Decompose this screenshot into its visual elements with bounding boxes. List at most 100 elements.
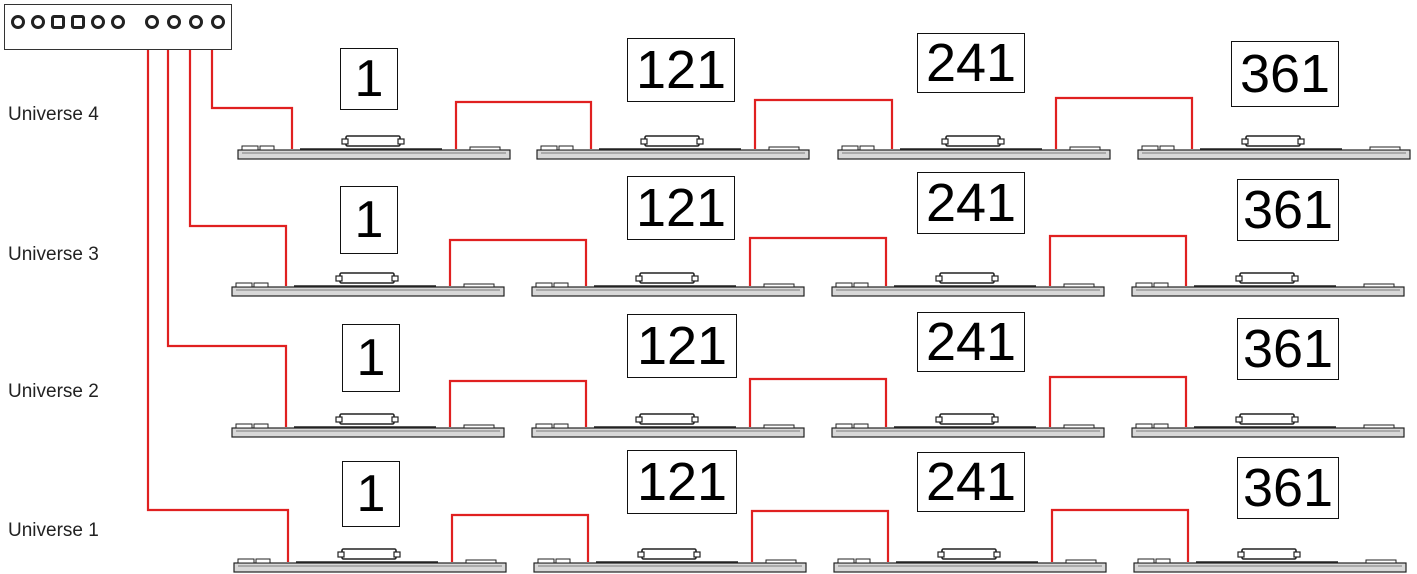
fixture-bracket-tab	[691, 275, 699, 282]
fixture-end-cap	[765, 559, 797, 564]
output-port	[145, 15, 159, 29]
start-address-box: 241	[917, 172, 1025, 234]
fixture-end-cap	[1065, 559, 1097, 564]
start-address-box: 241	[917, 33, 1025, 93]
connector-port	[71, 15, 85, 29]
link-cable	[1050, 508, 1190, 562]
fixture-bar	[1131, 427, 1405, 438]
fixture-bracket-tab	[391, 275, 399, 282]
fixture-bracket	[341, 548, 397, 560]
fixture-end-cap	[241, 145, 259, 151]
fixture-end-cap	[837, 558, 855, 564]
fixture-end-cap	[1153, 282, 1169, 288]
fixture-bracket	[639, 413, 695, 425]
fixture-bar	[831, 286, 1105, 297]
fixture-end-cap	[540, 145, 558, 151]
fixture-bar	[831, 427, 1105, 438]
link-cable	[1054, 96, 1194, 149]
fixture-bracket-tab	[637, 551, 645, 558]
fixture-end-cap	[553, 423, 569, 429]
fixture-end-cap	[1153, 423, 1169, 429]
link-cable	[1048, 375, 1188, 427]
fixture-end-cap	[259, 145, 275, 151]
fixture-end-cap	[558, 145, 574, 151]
fixture-bracket-tab	[1235, 416, 1243, 423]
start-address-box: 1	[340, 48, 398, 110]
fixture-end-cap	[1141, 145, 1159, 151]
fixture-end-cap	[253, 282, 269, 288]
link-cable	[750, 509, 890, 562]
fixture-bracket-tab	[991, 416, 999, 423]
fixture-end-cap	[235, 282, 253, 288]
fixture-bracket-tab	[1237, 551, 1245, 558]
fixture-end-cap	[1155, 558, 1171, 564]
fixture-end-cap	[469, 146, 501, 151]
fixture-bracket	[1245, 135, 1301, 147]
fixture-end-cap	[835, 282, 853, 288]
fixture-bar	[533, 562, 807, 573]
fixture-bracket-tab	[693, 551, 701, 558]
start-address-box: 361	[1231, 41, 1339, 107]
fixture-bracket-tab	[335, 275, 343, 282]
fixture-end-cap	[1159, 145, 1175, 151]
fixture-bracket-tab	[1235, 275, 1243, 282]
fixture-end-cap	[463, 424, 495, 429]
start-address-box: 121	[627, 176, 735, 240]
fixture-bracket	[339, 413, 395, 425]
start-address-box: 121	[627, 38, 735, 102]
fixture-bracket	[644, 135, 700, 147]
fixture-bar	[233, 562, 507, 573]
fixture-bracket	[945, 135, 1001, 147]
fixture-bracket-tab	[397, 138, 405, 145]
fixture-end-cap	[1363, 424, 1395, 429]
fixture-bracket	[345, 135, 401, 147]
fixture-end-cap	[235, 423, 253, 429]
fixture-end-cap	[859, 145, 875, 151]
fixture-bracket-tab	[937, 551, 945, 558]
fixture-bracket-tab	[1241, 138, 1249, 145]
fixture-bracket-tab	[1291, 275, 1299, 282]
fixture-end-cap	[537, 558, 555, 564]
fixture-bracket-tab	[1293, 551, 1301, 558]
fixture-bracket-tab	[1297, 138, 1305, 145]
fixture-end-cap	[841, 145, 859, 151]
universe-label-2: Universe 2	[8, 381, 99, 402]
fixture-end-cap	[1135, 423, 1153, 429]
fixture-bracket-tab	[1291, 416, 1299, 423]
link-cable	[450, 513, 590, 562]
fixture-bracket	[1241, 548, 1297, 560]
fixture-bracket-tab	[337, 551, 345, 558]
fixture-end-cap	[535, 423, 553, 429]
fixture-end-cap	[1135, 282, 1153, 288]
fixture-bracket-tab	[393, 551, 401, 558]
fixture-end-cap	[835, 423, 853, 429]
fixture-bar	[237, 149, 511, 160]
fixture-end-cap	[855, 558, 871, 564]
fixture-end-cap	[255, 558, 271, 564]
fixture-end-cap	[1063, 283, 1095, 288]
fixture-end-cap	[253, 423, 269, 429]
connector-port	[11, 15, 25, 29]
fixture-bracket-tab	[635, 275, 643, 282]
link-cable	[448, 238, 588, 286]
link-cable	[1048, 234, 1188, 286]
fixture-end-cap	[763, 424, 795, 429]
universe-label-1: Universe 1	[8, 520, 99, 541]
fixture-bracket-tab	[335, 416, 343, 423]
fixture-end-cap	[763, 283, 795, 288]
fixture-bracket-tab	[391, 416, 399, 423]
output-port	[211, 15, 225, 29]
data-cable	[188, 44, 288, 286]
fixture-bracket	[939, 413, 995, 425]
start-address-box: 361	[1237, 457, 1339, 519]
fixture-bar	[1131, 286, 1405, 297]
fixture-bar	[531, 427, 805, 438]
link-cable	[748, 236, 888, 286]
start-address-box: 1	[340, 186, 398, 254]
universe-label-3: Universe 3	[8, 244, 99, 265]
fixture-bracket-tab	[935, 275, 943, 282]
link-cable	[753, 98, 894, 149]
fixture-end-cap	[853, 282, 869, 288]
fixture-end-cap	[768, 146, 800, 151]
fixture-bar	[536, 149, 810, 160]
